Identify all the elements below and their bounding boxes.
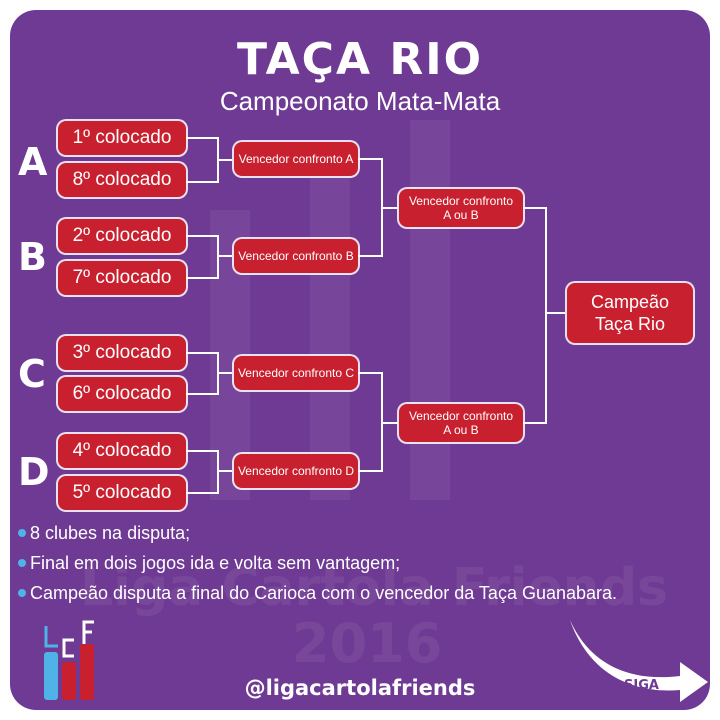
bullet-dot-icon bbox=[18, 589, 26, 597]
watermark-year: 2016 bbox=[292, 612, 443, 675]
group-letter-b: B bbox=[18, 235, 47, 279]
group-letter-a: A bbox=[18, 140, 48, 184]
group-letter-c: C bbox=[18, 352, 46, 396]
quarterfinal-c: Vencedor confronto C bbox=[234, 356, 358, 390]
seed-3: 3º colocado bbox=[58, 336, 186, 370]
note-item: 8 clubes na disputa; bbox=[18, 518, 617, 548]
poster-card: Liga Cartola Friends 2016 TAÇA RIO Campe… bbox=[10, 10, 710, 710]
quarterfinal-a: Vencedor confronto A bbox=[234, 142, 358, 176]
next-arrow-icon[interactable] bbox=[550, 610, 710, 710]
quarterfinal-d: Vencedor confronto D bbox=[234, 454, 358, 488]
bullet-dot-icon bbox=[18, 559, 26, 567]
page-title: TAÇA RIO bbox=[237, 34, 483, 85]
lcf-logo-icon bbox=[44, 620, 94, 700]
seed-7: 7º colocado bbox=[58, 261, 186, 295]
seed-4: 4º colocado bbox=[58, 434, 186, 468]
seed-2: 2º colocado bbox=[58, 219, 186, 253]
note-item: Final em dois jogos ida e volta sem vant… bbox=[18, 548, 617, 578]
seed-6: 6º colocado bbox=[58, 377, 186, 411]
seed-1: 1º colocado bbox=[58, 121, 186, 155]
group-letter-d: D bbox=[18, 450, 50, 494]
bullet-dot-icon bbox=[18, 529, 26, 537]
page-subtitle: Campeonato Mata-Mata bbox=[219, 86, 501, 116]
note-item: Campeão disputa a final do Carioca com o… bbox=[18, 578, 617, 608]
semifinal-2: Vencedor confronto A ou B bbox=[399, 404, 523, 442]
seed-5: 5º colocado bbox=[58, 476, 186, 510]
seed-8: 8º colocado bbox=[58, 163, 186, 197]
bracket-lines bbox=[186, 137, 565, 494]
watermark-text: Liga Cartola Friends bbox=[80, 558, 668, 618]
semifinal-1: Vencedor confronto A ou B bbox=[399, 189, 523, 227]
champion-box: Campeão Taça Rio bbox=[567, 283, 693, 343]
next-label[interactable]: SIGA bbox=[624, 678, 659, 693]
notes-list: 8 clubes na disputa; Final em dois jogos… bbox=[18, 518, 617, 608]
social-handle: @ligacartolafriends bbox=[244, 676, 476, 700]
quarterfinal-b: Vencedor confronto B bbox=[234, 239, 358, 273]
